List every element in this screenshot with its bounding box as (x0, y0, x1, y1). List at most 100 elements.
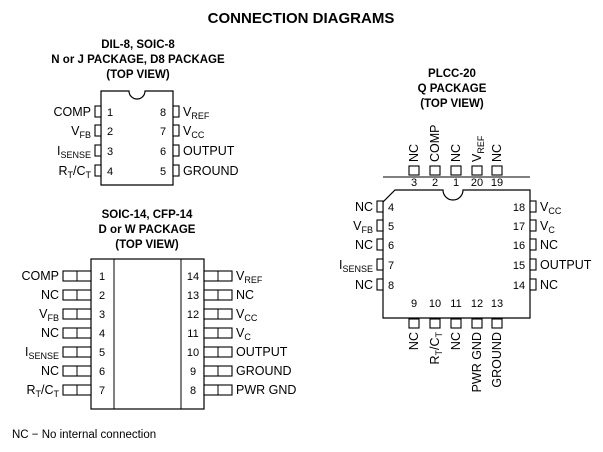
pin-number: 13 (491, 298, 503, 310)
plcc20-pins: 3NC2COMP1NC20VREF19NC9NC10RT/CT11NC12PWR… (339, 125, 592, 393)
pin-number: 11 (450, 298, 461, 310)
dil8-heading-line: (TOP VIEW) (106, 69, 170, 81)
pin-number: 9 (411, 298, 417, 310)
dil8-package-body (100, 90, 174, 186)
pin-number: 3 (411, 177, 417, 189)
pin-label: NC (407, 332, 421, 350)
pin-lead (94, 105, 102, 118)
pin-number: 10 (429, 298, 441, 310)
pin-lead (491, 318, 503, 329)
pin-number: 4 (99, 328, 105, 340)
pin-label: NC (449, 332, 463, 350)
pin-number: 14 (187, 271, 199, 283)
pin-number: 5 (160, 166, 166, 178)
dil8-heading-line: N or J PACKAGE, D8 PACKAGE (51, 54, 225, 66)
pin-label: COMP (54, 105, 92, 119)
pin-number: 19 (491, 177, 503, 189)
dil8-pin-1: 1 COMP (54, 105, 114, 119)
plcc20-heading: PLCC-20 Q PACKAGE (TOP VIEW) (418, 68, 487, 110)
pin-label: VFB (71, 124, 91, 140)
pin-label: NC (355, 238, 373, 252)
pin-lead (529, 219, 537, 232)
pin-number: 1 (107, 107, 113, 119)
pin-lead (471, 165, 483, 176)
pin-number: 12 (187, 309, 199, 321)
pin-number: 3 (107, 146, 113, 158)
pin-number: 6 (388, 240, 394, 252)
pin-label: VC (540, 219, 555, 235)
package-outline (90, 258, 205, 410)
pin-label: GROUND (183, 164, 239, 178)
pin-number: 2 (432, 177, 438, 189)
pin-lead (172, 124, 180, 137)
pin-number: 1 (453, 177, 459, 189)
plcc20-pin-5: 5 VFB (353, 219, 394, 235)
pin-lead (450, 165, 462, 176)
pin-label: RT/CT (428, 332, 444, 365)
pin-label: COMP (428, 125, 442, 163)
pin-number: 6 (160, 146, 166, 158)
dil8-heading: DIL-8, SOIC-8 N or J PACKAGE, D8 PACKAGE… (51, 39, 225, 81)
pin-number: 8 (388, 280, 394, 292)
soic14-pin-13: 13 NC (187, 288, 254, 302)
plcc20-pin-4: 4NC (355, 200, 394, 214)
plcc20-diagram: PLCC-20 Q PACKAGE (TOP VIEW) 3NC2COMP1NC… (339, 68, 592, 392)
dil8-diagram: DIL-8, SOIC-8 N or J PACKAGE, D8 PACKAGE… (51, 39, 239, 186)
pin-label: NC (41, 326, 59, 340)
pin-number: 5 (388, 221, 394, 233)
pin-lead (376, 258, 384, 271)
pin-lead (529, 258, 537, 271)
pin-lead (376, 278, 384, 291)
pin-label: GROUND (490, 332, 504, 388)
pin-label: NC (540, 278, 558, 292)
pin-number: 17 (513, 221, 525, 233)
pin-label: NC (407, 144, 421, 162)
pin-label: VC (236, 326, 251, 342)
soic14-heading-line: (TOP VIEW) (115, 239, 179, 251)
pin-number: 11 (187, 328, 198, 340)
nc-footnote: NC − No internal connection (12, 429, 156, 441)
soic14-package-body (90, 258, 205, 410)
dil8-heading-line: DIL-8, SOIC-8 (101, 39, 175, 51)
package-outline (382, 189, 531, 319)
soic14-diagram: SOIC-14, CFP-14 D or W PACKAGE (TOP VIEW… (22, 209, 297, 410)
plcc20-package-body (382, 176, 531, 319)
pin-label: VCC (183, 124, 205, 140)
plcc20-heading-line: PLCC-20 (428, 68, 476, 80)
pin-lead (376, 238, 384, 251)
dil8-pin-5: 5 GROUND (160, 164, 239, 178)
pin-label: NC (41, 364, 59, 378)
pin-number: 4 (107, 166, 113, 178)
pin-lead (172, 105, 180, 118)
pin-label: VCC (540, 200, 562, 216)
pin-label: VFB (353, 219, 373, 235)
pin-number: 1 (99, 271, 105, 283)
pin-lead (376, 219, 384, 232)
pin-label: NC (540, 238, 558, 252)
pin-lead (529, 238, 537, 251)
pin-label: NC (355, 200, 373, 214)
pin-lead (408, 165, 420, 176)
pin-label: ISENSE (25, 345, 59, 361)
pin-label: OUTPUT (183, 144, 235, 158)
pin-label: NC (236, 288, 254, 302)
pin-number: 13 (187, 290, 199, 302)
pin-number: 10 (187, 347, 199, 359)
page-title: CONNECTION DIAGRAMS (208, 10, 395, 27)
pin-label: RT/CT (58, 164, 91, 180)
pin-number: 7 (99, 385, 105, 397)
soic14-pin-6: 6NC (41, 364, 105, 378)
